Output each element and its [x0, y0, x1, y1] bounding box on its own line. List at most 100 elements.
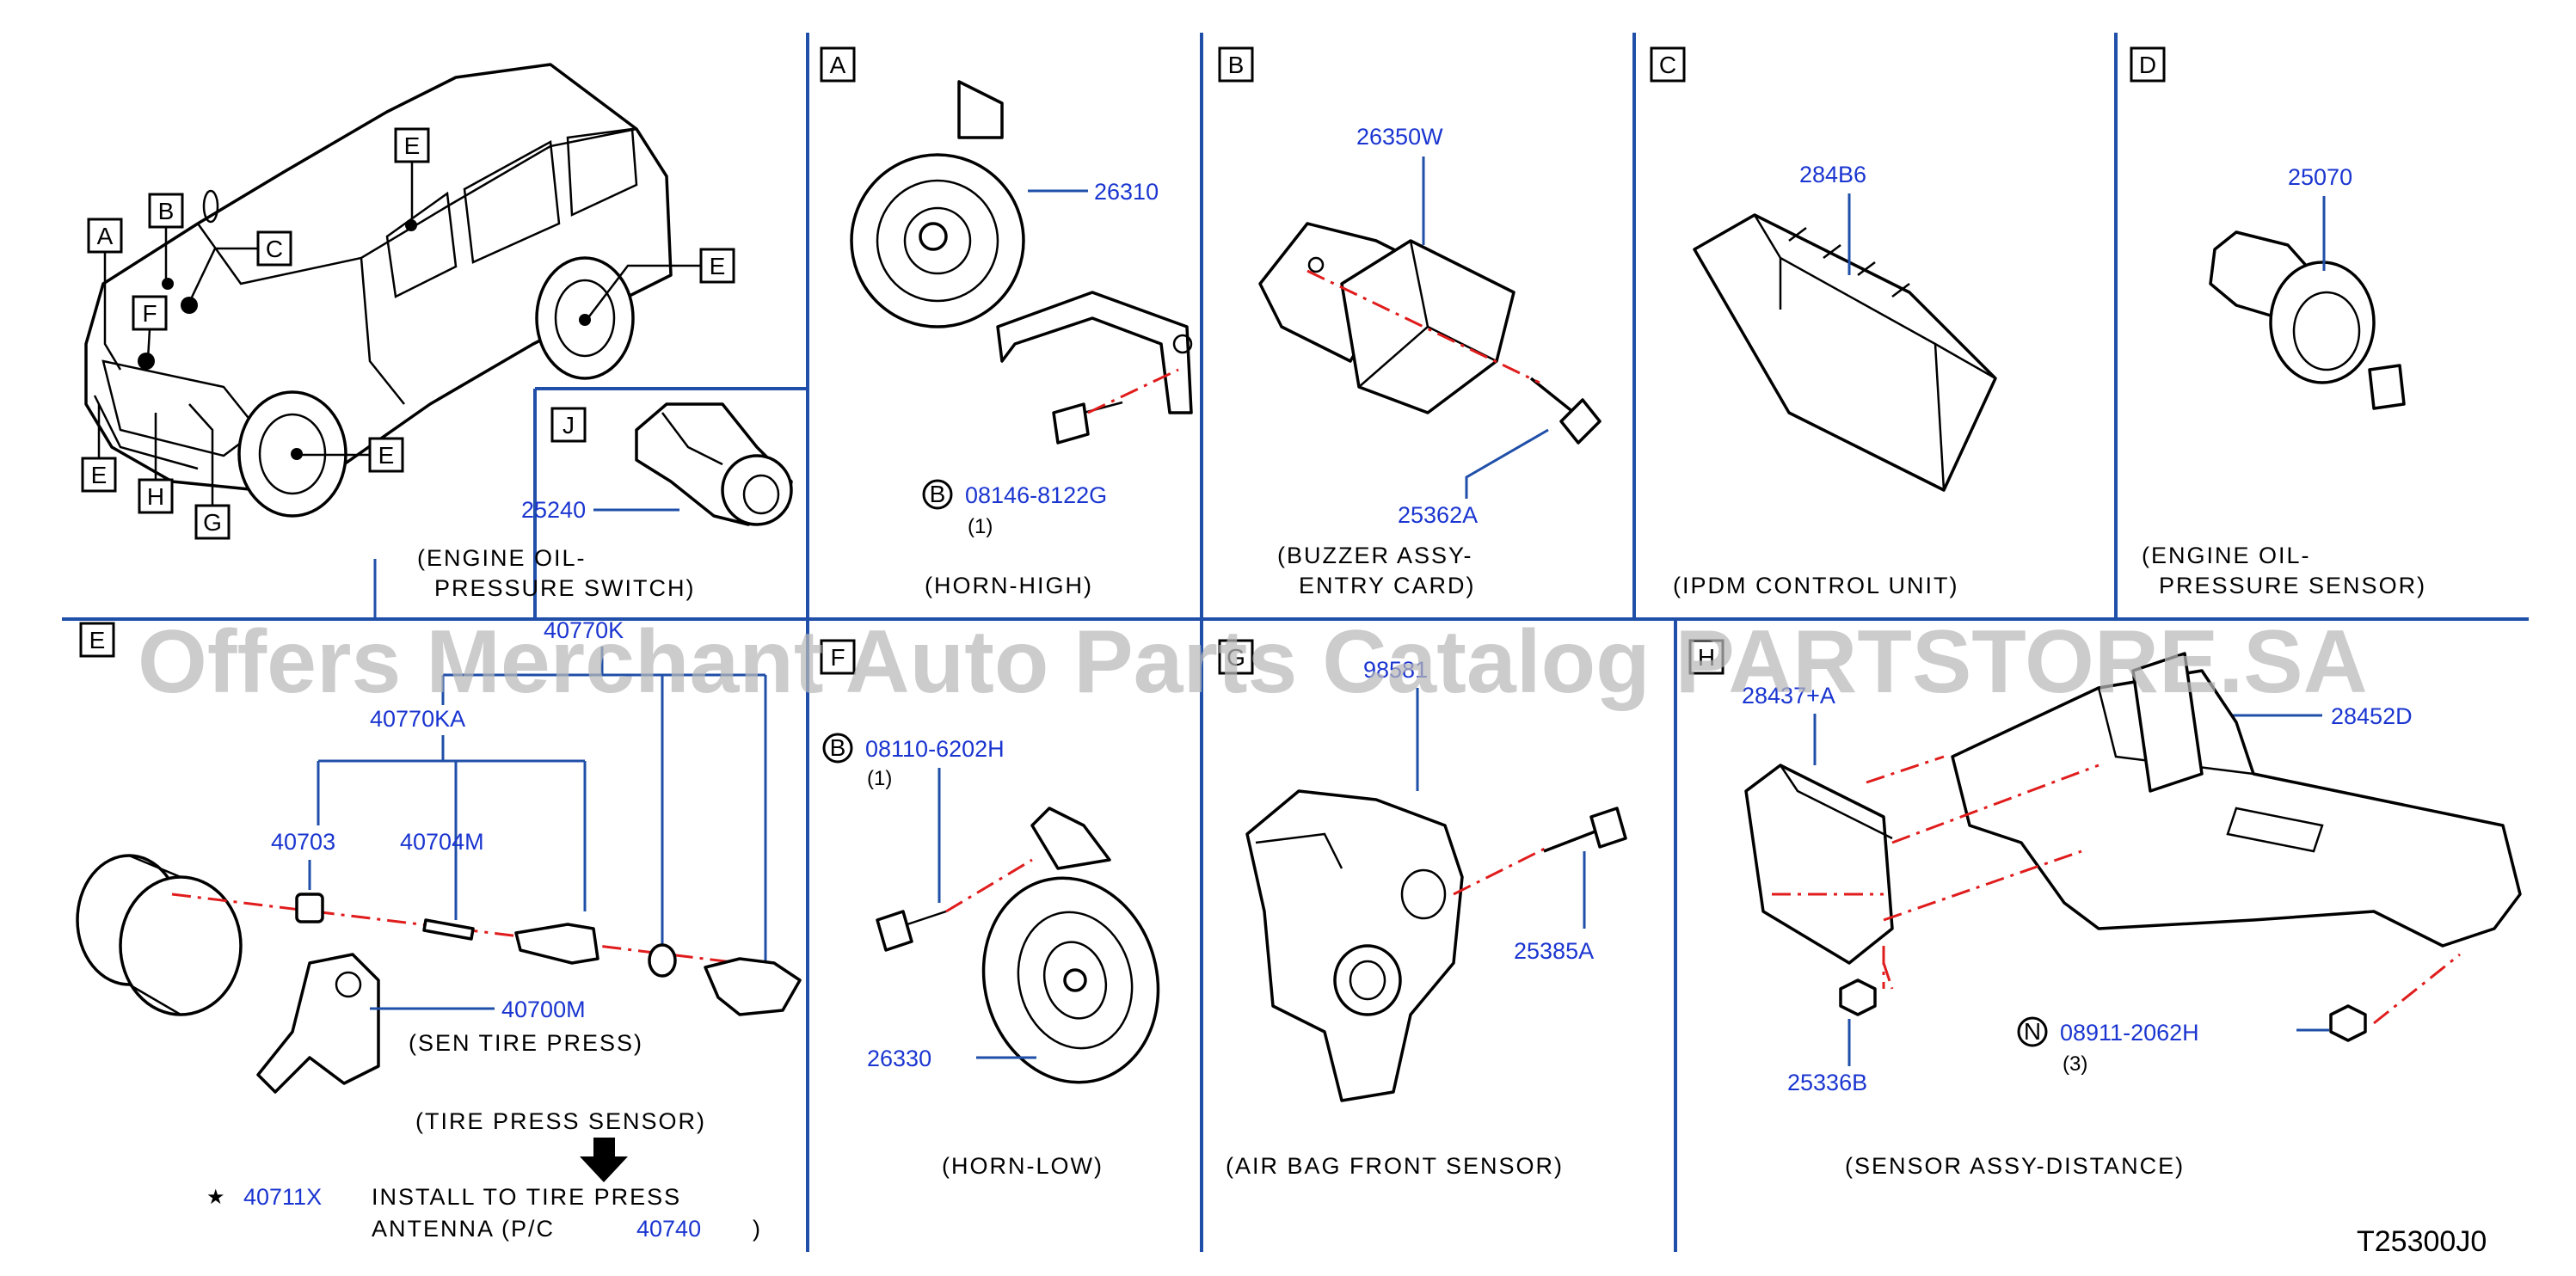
valve-core-icon [422, 918, 475, 941]
panel-e-note-line1: INSTALL TO TIRE PRESS [372, 1184, 681, 1210]
callout-e-left-label: E [91, 462, 108, 488]
panel-a-bolt-qty: (1) [968, 515, 993, 538]
panel-f-letter: F [830, 644, 845, 671]
panel-g-letter: G [1227, 644, 1245, 671]
part-number-25240[interactable]: 25240 [521, 497, 586, 523]
part-number-25070[interactable]: 25070 [2288, 164, 2352, 190]
vehicle-illustration [84, 63, 673, 518]
callout-e-roof[interactable]: E [394, 127, 430, 224]
panel-b: B 26350W 25362A (BUZZER ASSY- ENTRY CARD… [1218, 46, 1602, 598]
tire-pressure-sensor-icon [704, 957, 802, 1016]
panel-h-caption: (SENSOR ASSY-DISTANCE) [1845, 1153, 2185, 1179]
callout-b[interactable]: B [148, 193, 184, 279]
callout-g[interactable]: G [188, 403, 231, 540]
panel-e: E 40770K 40770KA 40703 40704M [76, 617, 802, 1242]
part-number-28437plusA[interactable]: 28437+A [1742, 683, 1835, 709]
panel-a-letter: A [830, 52, 846, 78]
screw-icon [1529, 377, 1602, 445]
ipdm-control-unit-icon [1693, 213, 1997, 492]
part-number-40711X[interactable]: 40711X [243, 1184, 322, 1210]
distance-sensor-icon [1744, 764, 1894, 965]
part-number-40740[interactable]: 40740 [636, 1216, 701, 1242]
panel-h-letter: H [1698, 644, 1715, 671]
nut-icon [1839, 978, 2367, 1042]
panel-d-caption-2: PRESSURE SENSOR) [2159, 573, 2426, 598]
vehicle-callouts: A B C F E E E [81, 127, 735, 540]
part-number-98581[interactable]: 98581 [1363, 657, 1428, 683]
part-number-40700M[interactable]: 40700M [501, 997, 586, 1022]
panel-j-letter: J [563, 412, 575, 439]
panel-f: F B 08110-6202H (1) 26330 (HORN-LOW) [820, 639, 1160, 1179]
arrow-down-icon [580, 1138, 628, 1182]
panel-a-caption: (HORN-HIGH) [925, 573, 1093, 598]
part-number-40770KA[interactable]: 40770KA [370, 706, 465, 732]
oil-pressure-switch-icon [635, 402, 793, 526]
part-number-26350W[interactable]: 26350W [1356, 124, 1443, 150]
panel-b-caption-1: (BUZZER ASSY- [1277, 543, 1473, 568]
part-number-08911-2062H[interactable]: 08911-2062H [2060, 1020, 2199, 1046]
part-number-28452D[interactable]: 28452D [2331, 703, 2413, 729]
panel-e-note-line2a: ANTENNA (P/C [372, 1216, 555, 1242]
callout-b-label: B [158, 198, 175, 224]
part-number-08146-8122G[interactable]: 08146-8122G [965, 482, 1107, 508]
callout-e-front-wheel[interactable]: E [301, 437, 404, 473]
panel-j: J 25240 (ENGINE OIL- PRESSURE SWITCH) [417, 402, 793, 601]
panel-e-note-line2b: ) [753, 1216, 762, 1242]
part-number-08110-6202H[interactable]: 08110-6202H [865, 736, 1005, 762]
panel-h-nut-qty: (3) [2063, 1052, 2087, 1076]
part-number-25385A[interactable]: 25385A [1514, 938, 1594, 964]
part-number-25362A[interactable]: 25362A [1398, 502, 1478, 528]
part-number-26330[interactable]: 26330 [867, 1046, 931, 1071]
part-number-40704M[interactable]: 40704M [400, 829, 484, 855]
air-bag-sensor-icon [1245, 789, 1464, 1102]
panel-b-caption-2: ENTRY CARD) [1299, 573, 1476, 598]
watermark-text: Offers Merchant Auto Parts Catalog PARTS… [138, 612, 2368, 712]
horn-high-icon [850, 80, 1193, 414]
callout-a[interactable]: A [87, 218, 123, 371]
callout-e-front-wheel-label: E [378, 442, 395, 469]
part-number-25336B[interactable]: 25336B [1787, 1070, 1867, 1095]
valve-cap-icon [295, 893, 324, 923]
panel-f-bolt-qty: (1) [867, 767, 892, 790]
bolt-icon [1052, 401, 1123, 445]
callout-c[interactable]: C [188, 230, 292, 304]
panel-c: C 284B6 (IPDM CONTROL UNIT) [1650, 46, 1997, 598]
part-number-40770K[interactable]: 40770K [544, 617, 624, 643]
grommet-icon [648, 943, 677, 978]
panel-e-letter: E [89, 627, 106, 653]
buzzer-icon [1258, 222, 1515, 414]
panel-j-caption-2: PRESSURE SWITCH) [434, 575, 696, 601]
callout-e-rear-label: E [710, 253, 726, 279]
horn-low-icon [981, 807, 1160, 1084]
callout-h[interactable]: H [138, 413, 174, 514]
part-number-40703[interactable]: 40703 [271, 829, 335, 855]
panel-b-letter: B [1228, 52, 1245, 78]
panel-c-caption: (IPDM CONTROL UNIT) [1673, 573, 1958, 598]
panel-e-caption-sen: (SEN TIRE PRESS) [409, 1030, 643, 1056]
panel-f-caption: (HORN-LOW) [942, 1153, 1104, 1179]
panel-dividers [62, 33, 2529, 1252]
part-number-26310[interactable]: 26310 [1094, 179, 1159, 205]
callout-c-label: C [266, 236, 283, 262]
panel-d: D 25070 (ENGINE OIL- PRESSURE SENSOR) [2130, 46, 2426, 598]
part-number-284B6[interactable]: 284B6 [1799, 162, 1866, 187]
valve-stem-icon [514, 923, 599, 965]
diagram-code: T25300J0 [2357, 1225, 2487, 1258]
callout-e-left[interactable]: E [81, 404, 117, 493]
panel-a: A 26310 B 08146-8122G (1) (HORN-HIGH) [820, 46, 1193, 598]
panel-c-letter: C [1659, 52, 1676, 78]
panel-d-letter: D [2139, 52, 2156, 78]
panel-g-caption: (AIR BAG FRONT SENSOR) [1226, 1153, 1564, 1179]
panel-g: G 98581 25385A (AIR BAG FRONT SENSOR) [1218, 639, 1627, 1179]
callout-a-label: A [97, 223, 114, 249]
sensor-bracket-icon [1951, 652, 2522, 948]
panel-h-nut-prefix: N [2024, 1018, 2041, 1045]
callout-f[interactable]: F [132, 295, 168, 360]
callout-e-rear[interactable]: E [586, 248, 735, 321]
panel-h: H 28437+A 28452D 25336B N 08911-2062H (3… [1688, 639, 2522, 1179]
star-symbol: ★ [206, 1186, 225, 1209]
callout-f-label: F [142, 300, 157, 327]
panel-j-caption-1: (ENGINE OIL- [417, 545, 587, 571]
panel-a-bolt-prefix: B [930, 481, 946, 507]
